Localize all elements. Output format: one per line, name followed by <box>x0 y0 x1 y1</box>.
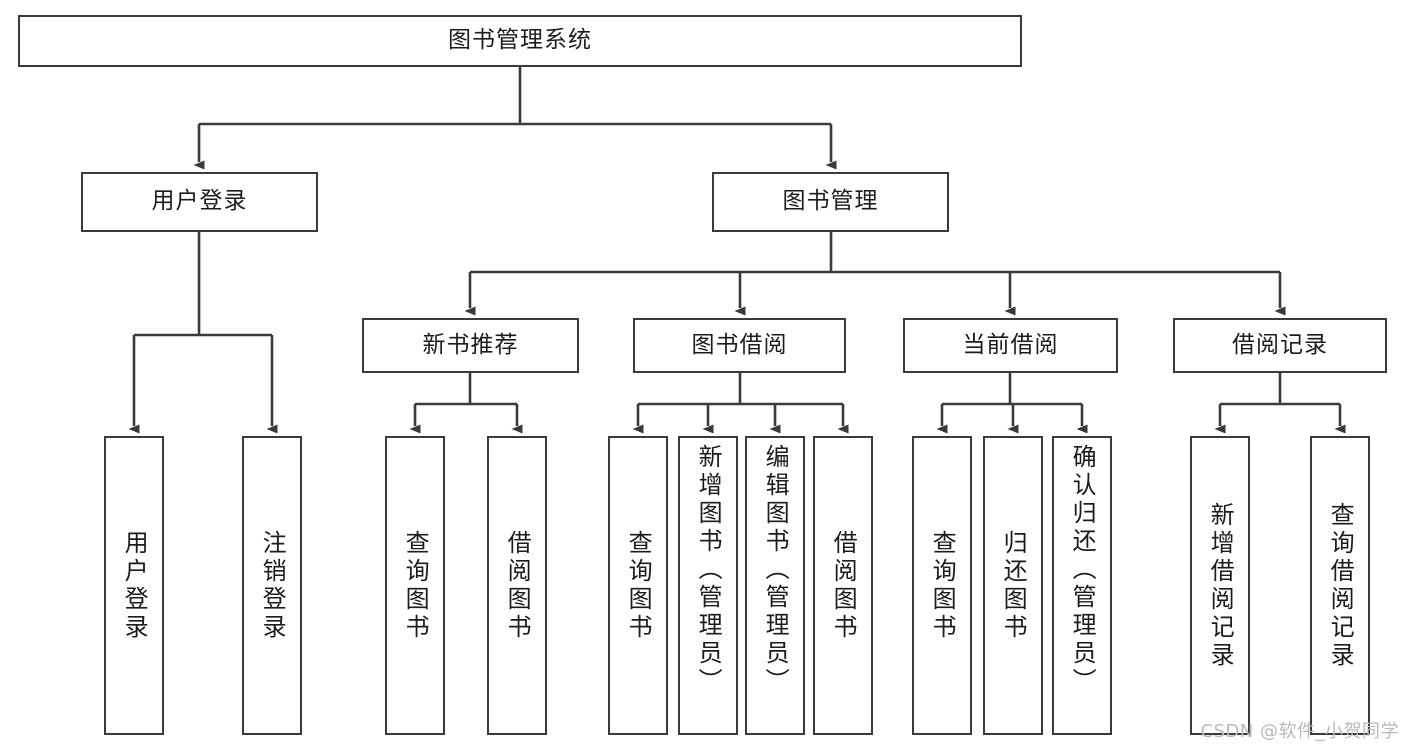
node-leaf-borrow-book-2-label: 借阅图书 <box>829 529 858 642</box>
node-leaf-logout-login-label: 注销登录 <box>258 529 287 642</box>
node-leaf-edit-book-label: 编辑图书（管理员） <box>761 444 790 696</box>
node-borrow-record-label: 借阅记录 <box>1232 331 1328 358</box>
node-leaf-query-book-3-label: 查询图书 <box>928 529 957 642</box>
node-leaf-query-book-2-label: 查询图书 <box>624 529 653 642</box>
node-new-book-recommend-label: 新书推荐 <box>422 331 519 358</box>
node-new-book-recommend[interactable]: 新书推荐 <box>362 318 579 373</box>
node-leaf-query-book-2[interactable]: 查询图书 <box>608 436 668 735</box>
node-book-management[interactable]: 图书管理 <box>712 172 949 232</box>
node-leaf-confirm-return[interactable]: 确认归还（管理员） <box>1052 436 1112 735</box>
node-leaf-user-login[interactable]: 用户登录 <box>104 436 164 735</box>
node-leaf-add-borrow-record[interactable]: 新增借阅记录 <box>1190 436 1250 735</box>
node-leaf-query-book-3[interactable]: 查询图书 <box>912 436 972 735</box>
node-leaf-borrow-book-1[interactable]: 借阅图书 <box>487 436 547 735</box>
node-root-label: 图书管理系统 <box>448 27 592 54</box>
node-leaf-query-book-1-label: 查询图书 <box>401 529 430 642</box>
node-user-login-label: 用户登录 <box>151 188 248 215</box>
node-leaf-confirm-return-label: 确认归还（管理员） <box>1068 444 1097 696</box>
node-leaf-query-borrow-record[interactable]: 查询借阅记录 <box>1310 436 1370 735</box>
node-leaf-add-book[interactable]: 新增图书（管理员） <box>678 436 738 735</box>
node-current-borrow[interactable]: 当前借阅 <box>903 318 1118 373</box>
node-leaf-borrow-book-2[interactable]: 借阅图书 <box>813 436 873 735</box>
node-book-management-label: 图书管理 <box>782 188 879 215</box>
node-leaf-add-book-label: 新增图书（管理员） <box>694 444 723 696</box>
node-leaf-borrow-book-1-label: 借阅图书 <box>503 529 532 642</box>
node-book-borrow-label: 图书借阅 <box>691 331 788 358</box>
node-user-login[interactable]: 用户登录 <box>81 172 318 232</box>
node-leaf-add-borrow-record-label: 新增借阅记录 <box>1206 501 1235 670</box>
node-book-borrow[interactable]: 图书借阅 <box>633 318 846 373</box>
node-current-borrow-label: 当前借阅 <box>962 331 1059 358</box>
node-leaf-return-book[interactable]: 归还图书 <box>983 436 1043 735</box>
node-leaf-query-borrow-record-label: 查询借阅记录 <box>1326 501 1355 670</box>
node-leaf-logout-login[interactable]: 注销登录 <box>242 436 302 735</box>
node-leaf-query-book-1[interactable]: 查询图书 <box>385 436 445 735</box>
node-borrow-record[interactable]: 借阅记录 <box>1173 318 1387 373</box>
node-leaf-user-login-label: 用户登录 <box>120 529 149 642</box>
node-leaf-edit-book[interactable]: 编辑图书（管理员） <box>745 436 805 735</box>
node-root[interactable]: 图书管理系统 <box>18 15 1022 67</box>
node-leaf-return-book-label: 归还图书 <box>999 529 1028 642</box>
